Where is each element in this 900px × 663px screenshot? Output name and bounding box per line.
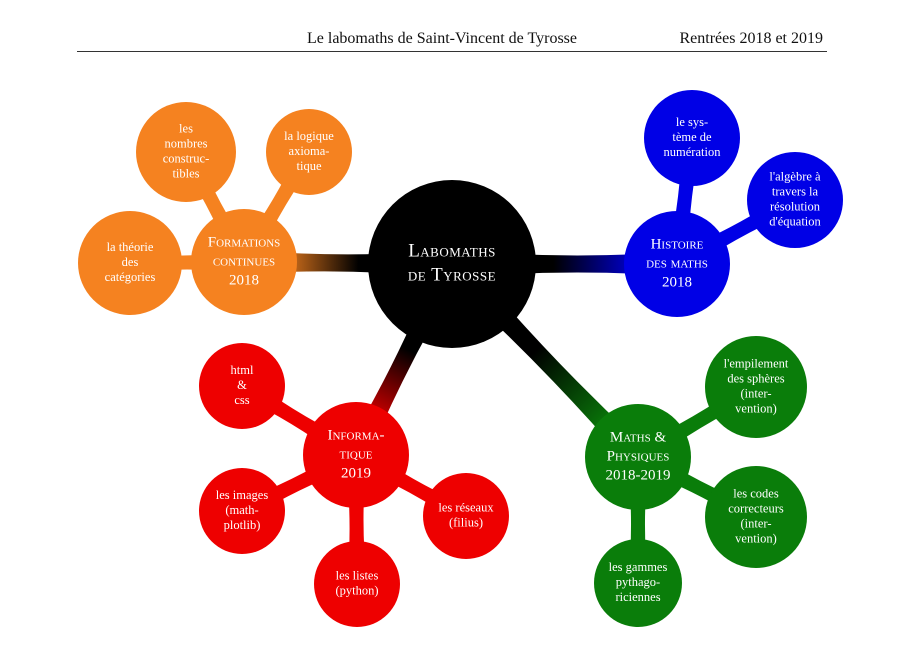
branch-maths_physiques-circle (585, 404, 691, 510)
leaf-codes-label-line-2: (inter- (741, 516, 772, 530)
leaf-listes-circle (314, 541, 400, 627)
header-right-title: Rentrées 2018 et 2019 (679, 30, 823, 47)
leaf-reseaux-label-line-1: (filius) (449, 515, 483, 529)
leaf-html-circle (199, 343, 285, 429)
leaf-codes-circle (705, 466, 807, 568)
leaf-html: html&css (199, 343, 285, 429)
leaf-html-label-line-0: html (231, 363, 254, 377)
leaf-listes: les listes(python) (314, 541, 400, 627)
leaf-algebre-label-line-3: d'équation (769, 214, 821, 228)
branch-histoire-circle (624, 211, 730, 317)
leaf-empilement-label-line-1: des sphères (727, 371, 784, 385)
leaf-empilement-label-line-3: vention) (735, 401, 777, 415)
branch-formations-title-line-1: continues (213, 253, 275, 269)
branch-maths_physiques-title-line-1: Physiques (607, 448, 670, 464)
leaf-reseaux-label-line-0: les réseaux (438, 500, 494, 514)
header-rule (77, 51, 827, 52)
branch-formations: Formations continues 2018 (191, 209, 297, 315)
leaf-images-label-line-0: les images (216, 488, 269, 502)
leaf-nombres-label-line-2: construc- (163, 151, 210, 165)
branch-formations-title-line-2: 2018 (229, 272, 259, 288)
leaf-algebre-circle (747, 152, 843, 248)
leaf-empilement-label-line-2: (inter- (741, 386, 772, 400)
branch-maths_physiques: Maths & Physiques 2018-2019 (585, 404, 691, 510)
header-left-title: Le labomaths de Saint-Vincent de Tyrosse (307, 30, 577, 47)
branch-maths_physiques-title-line-2: 2018-2019 (606, 467, 671, 483)
center-node: Labomaths de Tyrosse (368, 180, 536, 348)
leaf-algebre-label-line-2: résolution (770, 199, 821, 213)
leaf-numeration-circle (644, 90, 740, 186)
branch-formations-title-line-0: Formations (208, 234, 281, 250)
leaf-gammes-label-line-1: pythago- (616, 575, 660, 589)
leaf-empilement-label-line-0: l'empilement (724, 356, 789, 370)
leaf-numeration-label-line-2: numération (664, 145, 722, 159)
leaf-nombres-circle (136, 102, 236, 202)
branch-informatique-circle (303, 402, 409, 508)
leaf-nombres-label-line-1: nombres (164, 136, 207, 150)
leaf-gammes-label-line-2: riciennes (615, 590, 660, 604)
center-circle (368, 180, 536, 348)
leaf-algebre-label-line-1: travers la (772, 184, 819, 198)
branch-informatique: Informa-tique 2019 (303, 402, 409, 508)
leaf-nombres-label-line-0: les (179, 121, 193, 135)
leaf-listes-label-line-0: les listes (336, 568, 379, 582)
leaf-images-label-line-1: (math- (225, 503, 258, 517)
center-title-line-1: de Tyrosse (408, 264, 496, 285)
branch-informatique-title-line-0: Informa- (327, 427, 384, 443)
leaf-html-label-line-1: & (237, 378, 247, 392)
branch-maths_physiques-title-line-0: Maths & (610, 429, 667, 445)
leaf-codes-label-line-0: les codes (733, 486, 779, 500)
nodes: Labomaths de Tyrosse Formations continues 20… (78, 90, 843, 627)
leaf-logique-circle (266, 109, 352, 195)
leaf-numeration-label-line-1: tème de (672, 130, 712, 144)
page-header: Le labomaths de Saint-Vincent de Tyrosse… (77, 28, 827, 52)
branch-formations-circle (191, 209, 297, 315)
leaf-algebre-label-line-0: l'algèbre à (769, 169, 821, 183)
leaf-categories-label-line-2: catégories (105, 270, 156, 284)
leaf-listes-label-line-1: (python) (335, 583, 378, 597)
leaf-reseaux: les réseaux(filius) (423, 473, 509, 559)
leaf-logique-label-line-1: axioma- (289, 144, 330, 158)
leaf-categories-label-line-1: des (122, 255, 139, 269)
leaf-nombres-label-line-3: tibles (172, 166, 199, 180)
leaf-numeration-label-line-0: le sys- (676, 115, 708, 129)
leaf-gammes-circle (594, 539, 682, 627)
leaf-codes-label-line-1: correcteurs (728, 501, 784, 515)
leaf-logique-label-line-0: la logique (284, 129, 334, 143)
leaf-gammes-label-line-0: les gammes (609, 560, 668, 574)
leaf-html-label-line-2: css (234, 393, 249, 407)
branch-informatique-title-line-1: tique (340, 446, 373, 462)
leaf-reseaux-circle (423, 473, 509, 559)
leaf-images-circle (199, 468, 285, 554)
leaf-categories-label-line-0: la théorie (107, 240, 154, 254)
leaf-logique-label-line-2: tique (297, 159, 322, 173)
branch-histoire-title-line-0: Histoire (651, 236, 704, 252)
leaf-categories-circle (78, 211, 182, 315)
leaf-codes-label-line-3: vention) (735, 531, 777, 545)
branch-informatique-title-line-2: 2019 (341, 465, 371, 481)
leaf-images: les images(math-plotlib) (199, 468, 285, 554)
center-title-line-0: Labomaths (408, 240, 496, 261)
branch-histoire-title-line-2: 2018 (662, 274, 692, 290)
leaf-images-label-line-2: plotlib) (224, 518, 261, 532)
leaf-empilement-circle (705, 336, 807, 438)
branch-histoire-title-line-1: des maths (646, 255, 708, 271)
branch-histoire: Histoire des maths 2018 (624, 211, 730, 317)
